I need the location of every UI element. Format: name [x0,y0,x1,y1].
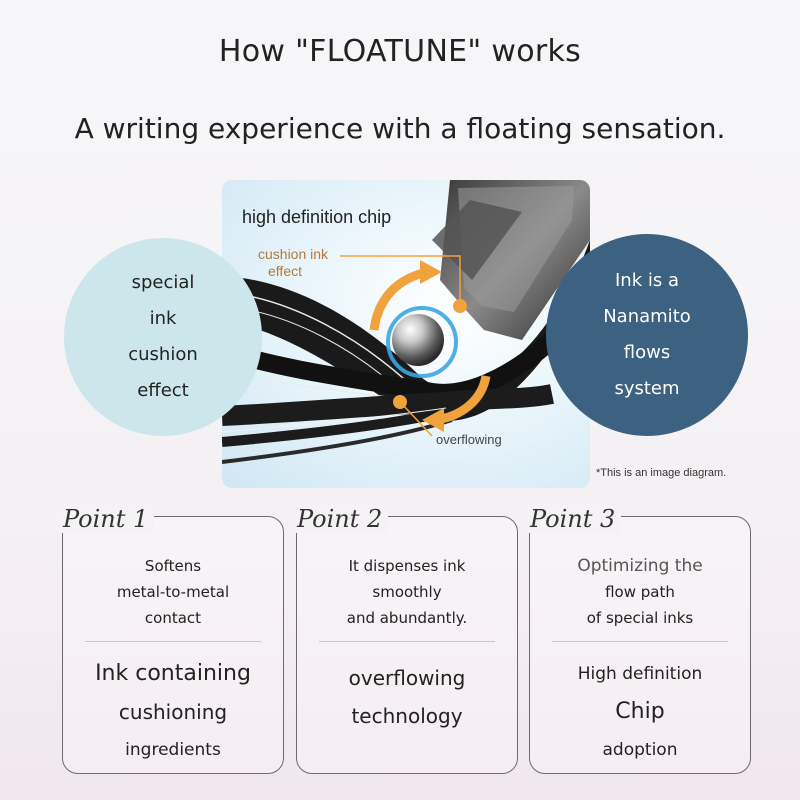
diagram-note: *This is an image diagram. [596,467,727,479]
card-divider [319,641,495,642]
point-card-3: Point 3 Optimizing the flow path of spec… [524,505,751,774]
special-ink-cushion-circle: special ink cushion effect [64,238,262,436]
ball [392,314,444,366]
description-line: Softens [144,557,202,575]
description-line: and abundantly. [346,609,468,627]
feature-line: High definition [577,664,703,684]
point-card-1: Point 1 Softens metal-to-metal contact I… [57,505,284,774]
circle-line: cushion [128,344,198,365]
card-divider [552,641,728,642]
description-line: flow path [605,583,675,601]
circle-line: system [614,378,680,399]
feature-line: Chip [615,699,665,724]
circle-line: ink [149,308,177,329]
point-feature: High definition Chip adoption [530,655,750,769]
circle-line: special [131,272,195,293]
point-description: It dispenses ink smoothly and abundantly… [297,553,517,631]
point-description: Optimizing the flow path of special inks [530,553,750,631]
point-label: Point 2 [291,505,389,533]
description-line: of special inks [586,609,694,627]
point-description: Softens metal-to-metal contact [63,553,283,631]
feature-line: overflowing [348,666,466,690]
circle-line: effect [137,380,189,401]
page-title: How "FLOATUNE" works [218,34,582,69]
feature-line: Ink containing [95,661,251,686]
description-line: Optimizing the [577,556,703,576]
page-subtitle: A writing experience with a floating sen… [74,112,726,145]
nanamito-flow-circle: Ink is a Nanamito flows system [546,234,748,436]
pen-tip-diagram: high definition chip cushion ink effect … [222,180,590,488]
point-label: Point 1 [57,505,155,533]
circle-line: Nanamito [603,306,691,327]
description-line: smoothly [372,583,442,601]
feature-line: adoption [602,740,678,760]
arrow-up [369,267,430,331]
feature-line: cushioning [118,700,228,724]
overflowing-label: overflowing [436,432,502,447]
feature-line: technology [351,704,463,728]
cushion-ink-line2: effect [268,263,302,279]
pen-tip-illustration [222,180,590,464]
chip-label: high definition chip [242,207,392,227]
card-divider [85,641,261,642]
cushion-ink-line1: cushion ink [258,246,329,262]
cushion-ink-label: cushion ink effect [258,246,328,280]
point-feature: overflowing technology [297,659,517,735]
circle-line: Ink is a [615,270,679,291]
description-line: contact [144,609,202,627]
circle-line: flows [623,342,671,363]
description-line: It dispenses ink [348,557,466,575]
description-line: metal-to-metal [116,583,230,601]
feature-line: ingredients [125,740,221,760]
point-card-2: Point 2 It dispenses ink smoothly and ab… [291,505,518,774]
point-label: Point 3 [524,505,622,533]
point-feature: Ink containing cushioning ingredients [63,655,283,769]
